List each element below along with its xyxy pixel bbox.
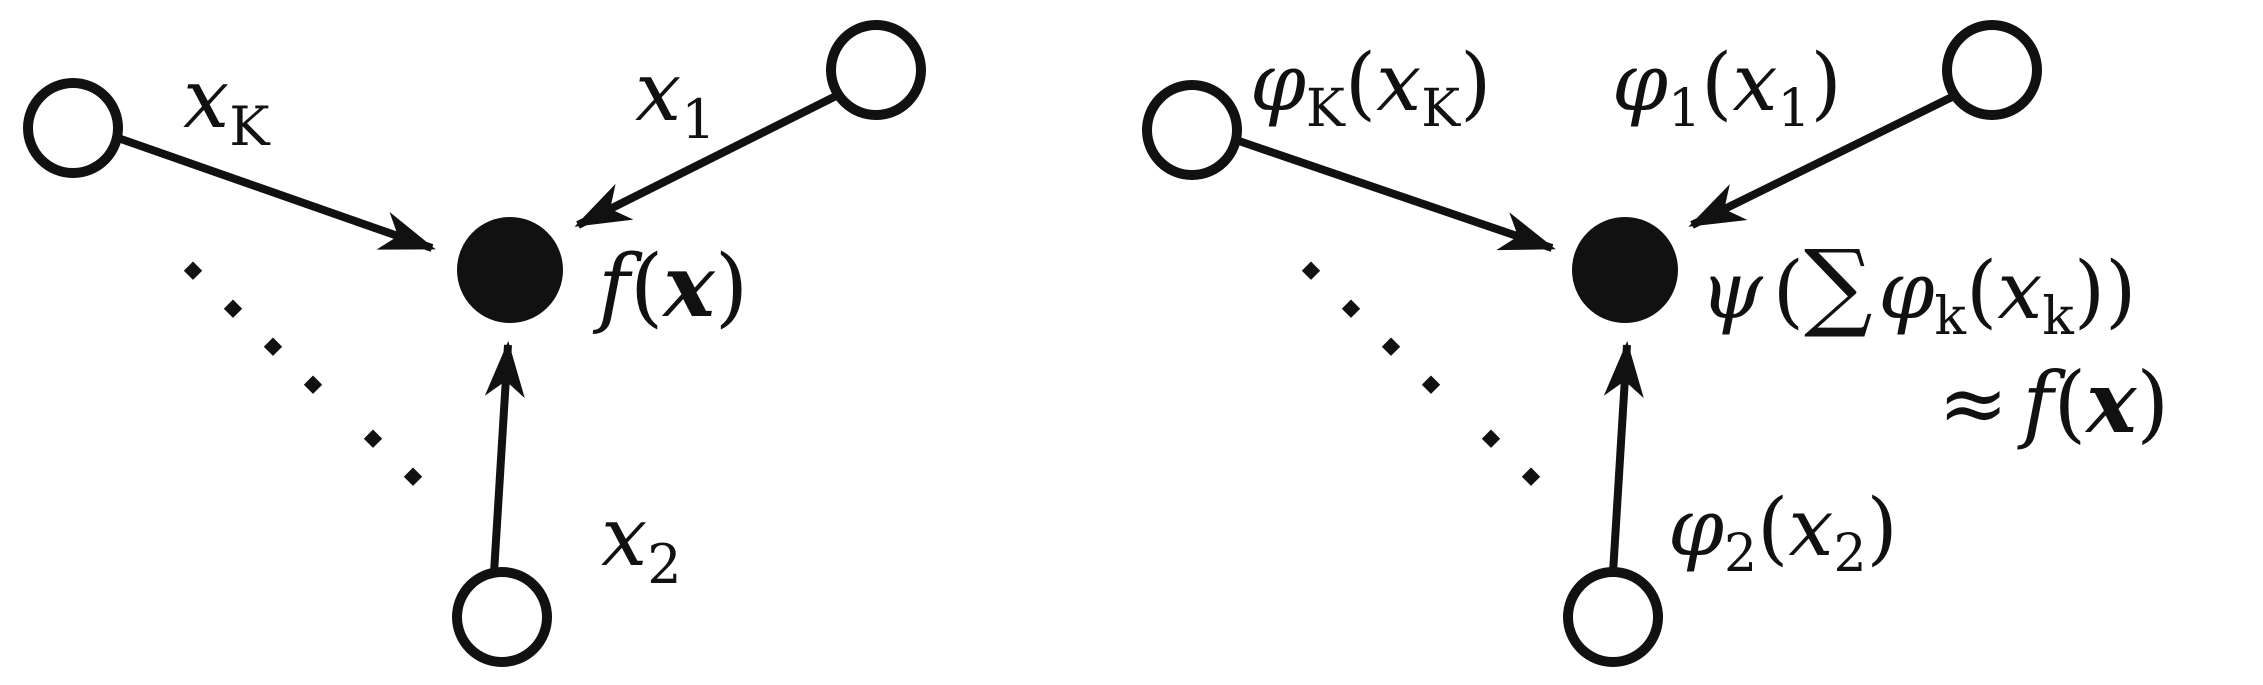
edge-phi1-to-output — [1688, 91, 1958, 229]
label-xK: xK — [183, 52, 271, 158]
output-node — [457, 217, 563, 323]
right-network: φK(xK) φ1(x1) φ2(x2) ψ(∑φk(xk)) ≈f(x) — [1142, 20, 2169, 667]
input-node-phiK — [1142, 80, 1242, 180]
input-node-xK — [23, 78, 123, 178]
input-node-x2 — [452, 567, 552, 667]
ellipsis-dots — [183, 261, 423, 486]
label-x2: x2 — [601, 490, 682, 596]
label-approx-f-of-x: ≈f(x) — [1938, 353, 2169, 452]
label-phi2-of-x2: φ2(x2) — [1668, 481, 1898, 584]
input-node-phi2 — [1563, 567, 1663, 667]
label-phiK-of-xK: φK(xK) — [1250, 36, 1491, 139]
label-x1: x1 — [635, 45, 716, 151]
input-node-phi1 — [1942, 20, 2042, 120]
edge-x2-to-output — [484, 341, 525, 574]
label-phi1-of-x1: φ1(x1) — [1612, 36, 1842, 139]
label-f-of-x: f(x) — [592, 236, 748, 337]
edge-x1-to-output — [574, 91, 840, 229]
label-psi-sum: ψ(∑φk(xk)) — [1700, 229, 2136, 347]
input-node-x1 — [826, 20, 926, 120]
edge-xK-to-output — [116, 134, 436, 252]
output-node — [1572, 217, 1678, 323]
left-network: xK x1 x2 f(x) — [23, 20, 926, 667]
ellipsis-dots — [1301, 261, 1541, 486]
edge-phi2-to-output — [1603, 341, 1644, 574]
edge-phiK-to-output — [1234, 136, 1556, 252]
